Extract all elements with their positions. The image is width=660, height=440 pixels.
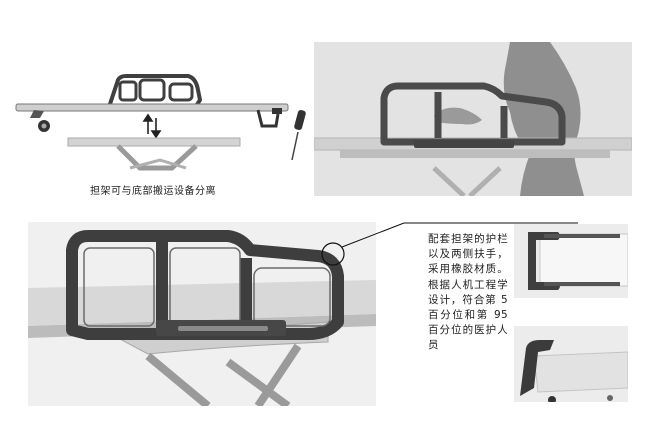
up-down-arrows-icon	[142, 113, 162, 139]
rail-closeup-panel	[28, 222, 376, 406]
hinge-bracket	[156, 320, 286, 336]
leader-line	[341, 222, 405, 248]
control-pendant	[291, 109, 306, 161]
scissor-legs	[432, 166, 502, 196]
scissor-legs	[145, 343, 302, 406]
detail-circle-icon	[321, 242, 345, 266]
transport-base	[67, 137, 241, 171]
side-rail-guard	[528, 232, 560, 290]
perspective-thumbnail	[514, 326, 628, 402]
stretcher-wheel	[30, 110, 50, 132]
stretcher-bar	[15, 103, 289, 112]
side-rail-guard	[108, 74, 202, 108]
stretcher-deck	[28, 280, 376, 326]
usage-scene-panel	[314, 42, 632, 196]
separation-caption: 担架可与底部搬运设备分离	[90, 186, 216, 197]
top-view-thumbnail	[514, 224, 628, 298]
side-rail-guard	[380, 82, 566, 146]
stretcher-end-handle	[256, 108, 282, 128]
feature-description: 配套担架的护栏以及两侧扶手，采用橡胶材质。根据人机工程学设计，符合第 5 百分位…	[428, 233, 508, 352]
side-rail-guard	[520, 340, 554, 396]
hand	[434, 107, 482, 125]
side-view-panel: 担架可与底部搬运设备分离	[0, 0, 320, 210]
side-rail-guard	[66, 230, 344, 340]
